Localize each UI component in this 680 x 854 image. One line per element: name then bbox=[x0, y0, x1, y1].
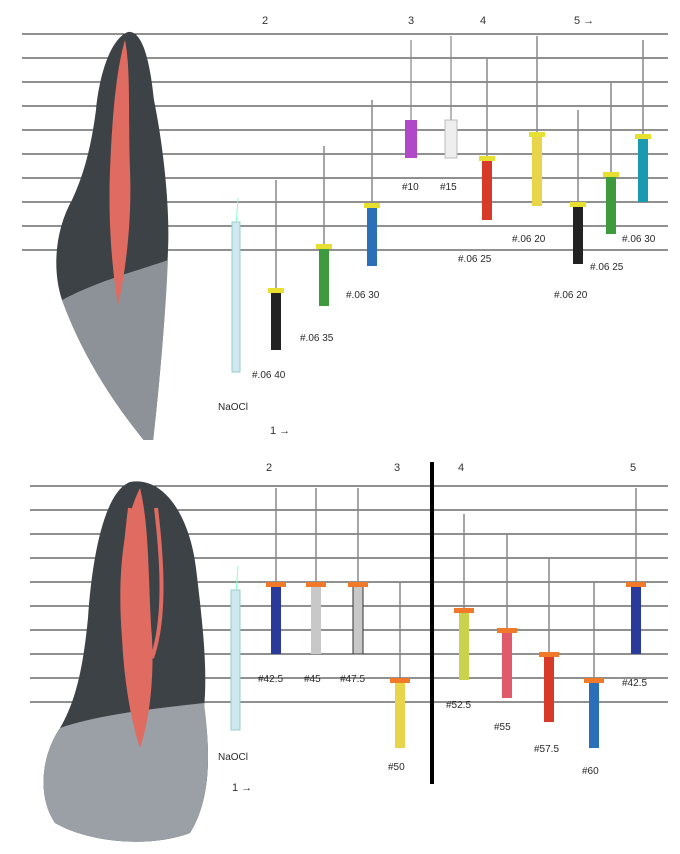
top-file-06-20-a bbox=[529, 36, 545, 206]
top-step-1: 1 → bbox=[270, 425, 290, 437]
bottom-tooth bbox=[44, 481, 209, 841]
bottom-file-60 bbox=[584, 582, 604, 748]
bottom-file-57-5 bbox=[539, 558, 559, 722]
top-file-15 bbox=[445, 36, 457, 158]
bottom-step-4: 4 bbox=[458, 462, 464, 474]
bottom-step-2: 2 bbox=[266, 462, 272, 474]
top-label-06-30: #.06 30 bbox=[346, 290, 379, 301]
top-label-06-25-b: #.06 25 bbox=[590, 262, 623, 273]
bottom-step-5: 5 bbox=[630, 462, 636, 474]
top-label-06-20-a: #.06 20 bbox=[512, 234, 545, 245]
bottom-label-45: #45 bbox=[304, 674, 321, 685]
top-label-06-40: #.06 40 bbox=[252, 370, 285, 381]
top-label-15: #15 bbox=[440, 182, 457, 193]
bottom-label-42-5-b: #42.5 bbox=[622, 678, 647, 689]
top-panel: 2 3 4 5 → 1 → NaOCl #.06 40 #.06 35 #.06… bbox=[0, 0, 680, 440]
bottom-file-42-5-a bbox=[266, 488, 286, 654]
bottom-label-47-5: #47.5 bbox=[340, 674, 365, 685]
bottom-label-55: #55 bbox=[494, 722, 511, 733]
top-label-06-35: #.06 35 bbox=[300, 333, 333, 344]
top-file-06-25-b bbox=[603, 82, 619, 234]
top-diagram bbox=[0, 0, 680, 440]
bottom-label-57-5: #57.5 bbox=[534, 744, 559, 755]
top-label-06-30-b: #.06 30 bbox=[622, 234, 655, 245]
bottom-file-42-5-b bbox=[626, 488, 646, 654]
top-naocl-syringe bbox=[232, 198, 240, 372]
bottom-step-1: 1 → bbox=[232, 782, 252, 794]
top-file-06-30 bbox=[364, 100, 380, 266]
top-file-06-20-b bbox=[570, 110, 586, 264]
bottom-label-naocl: NaOCl bbox=[218, 752, 248, 763]
bottom-label-42-5-a: #42.5 bbox=[258, 674, 283, 685]
top-file-06-40 bbox=[268, 180, 284, 350]
bottom-diagram bbox=[0, 448, 680, 854]
bottom-label-52-5: #52.5 bbox=[446, 700, 471, 711]
bottom-file-55 bbox=[497, 534, 517, 698]
bottom-label-60: #60 bbox=[582, 766, 599, 777]
bottom-naocl-syringe bbox=[231, 566, 240, 730]
top-step-3: 3 bbox=[408, 15, 414, 27]
top-label-06-25-a: #.06 25 bbox=[458, 254, 491, 265]
bottom-file-47-5 bbox=[348, 488, 368, 654]
top-label-06-20-b: #.06 20 bbox=[554, 290, 587, 301]
bottom-step-3: 3 bbox=[394, 462, 400, 474]
top-label-naocl: NaOCl bbox=[218, 402, 248, 413]
bottom-file-52-5 bbox=[454, 514, 474, 680]
bottom-label-50: #50 bbox=[388, 762, 405, 773]
top-step-2: 2 bbox=[262, 15, 268, 27]
bottom-file-50 bbox=[390, 582, 410, 748]
bottom-panel: 2 3 4 5 1 → NaOCl #42.5 #45 #47.5 #50 #5… bbox=[0, 448, 680, 854]
bottom-file-45 bbox=[306, 488, 326, 654]
top-step-5: 5 → bbox=[574, 15, 594, 27]
top-label-10: #10 bbox=[402, 182, 419, 193]
top-tooth bbox=[56, 32, 168, 440]
bottom-divider-bar bbox=[430, 462, 434, 784]
top-step-4: 4 bbox=[480, 15, 486, 27]
